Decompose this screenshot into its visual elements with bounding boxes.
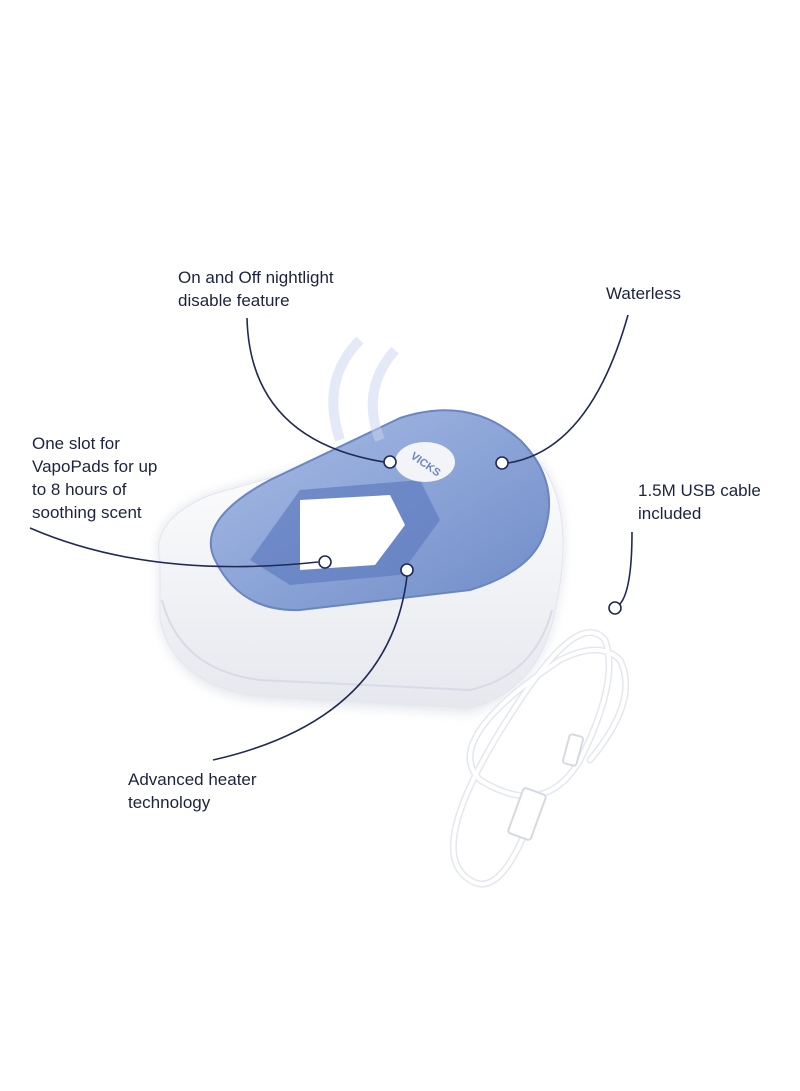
diffuser-lid: VICKS: [209, 336, 551, 612]
nightlight-button: [395, 442, 455, 482]
micro-usb-plug: [562, 733, 584, 767]
callout-markers: [318, 455, 622, 615]
leader-heater: [212, 575, 408, 761]
usb-cable: [449, 629, 630, 888]
callout-heater: Advanced heater technology: [128, 770, 257, 812]
callout-lines: [29, 314, 633, 761]
callout-cable: 1.5M USB cable included: [638, 481, 761, 523]
leader-cable: [619, 531, 633, 605]
callout-slot: One slot for VapoPads for up to 8 hours …: [32, 434, 158, 522]
leader-waterless: [507, 314, 629, 464]
vapor-icon: [328, 336, 399, 442]
leader-nightlight: [246, 317, 385, 463]
usb-a-plug: [507, 787, 547, 841]
callout-nightlight: On and Off nightlight disable feature: [178, 268, 334, 310]
callout-waterless: Waterless: [606, 284, 681, 303]
leader-slot: [29, 527, 319, 568]
